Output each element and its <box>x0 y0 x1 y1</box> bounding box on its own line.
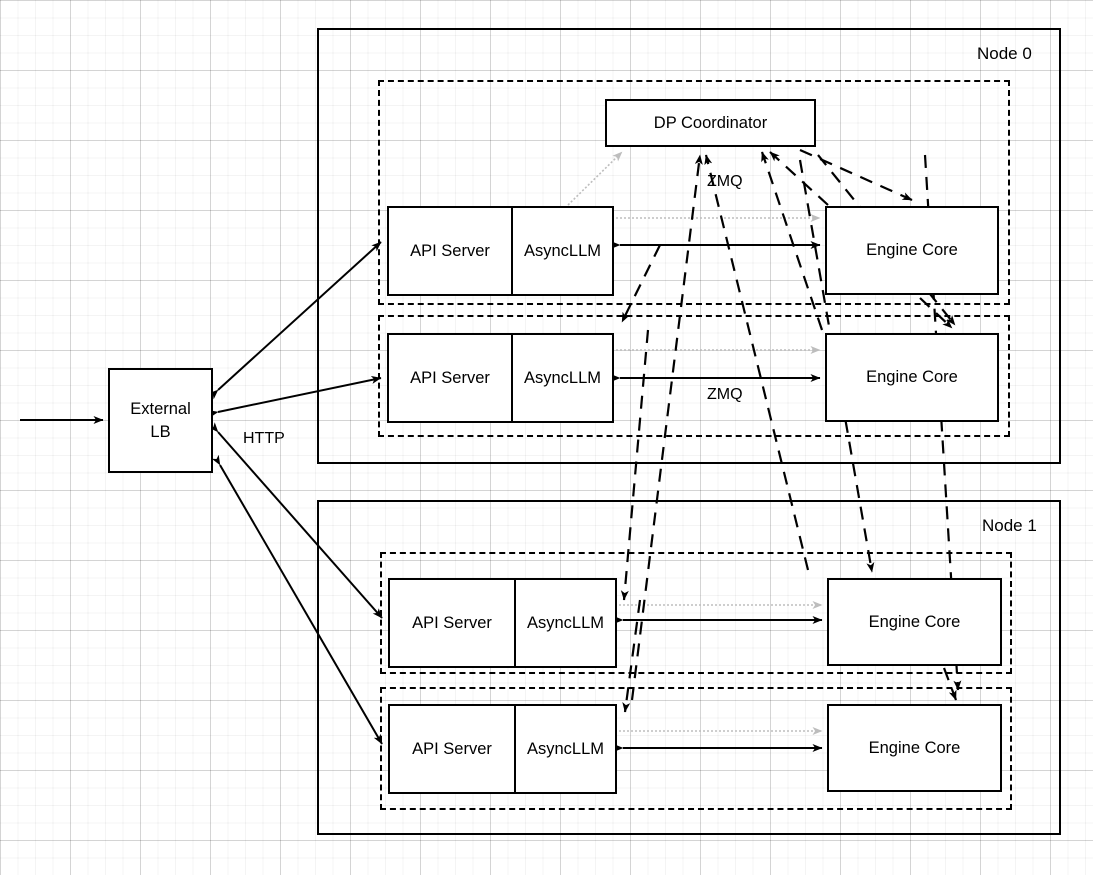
engine-core-label: Engine Core <box>866 241 958 259</box>
node-0-container <box>317 28 1061 464</box>
node-0-dp-group-0 <box>378 80 1010 305</box>
engine-core-label: Engine Core <box>868 612 961 631</box>
api-server-asyncllm-node1-dp3[interactable]: API Server AsyncLLM <box>388 704 617 794</box>
external-lb-box[interactable]: External LB <box>108 368 213 473</box>
dp-coordinator-box[interactable]: DP Coordinator <box>605 99 816 147</box>
engine-core-label: Engine Core <box>866 368 958 386</box>
asyncllm-label: AsyncLLM <box>523 368 602 387</box>
asyncllm-cell-node1-dp3[interactable]: AsyncLLM <box>516 706 615 792</box>
external-lb-label-line2: LB <box>150 422 171 441</box>
node-1-label: Node 1 <box>982 516 1037 535</box>
api-server-label: API Server <box>412 613 492 632</box>
api-server-cell-node1-dp3[interactable]: API Server <box>390 706 516 792</box>
api-server-asyncllm-node0-dp1[interactable]: API Server AsyncLLM <box>387 333 614 423</box>
engine-core-label: Engine Core <box>868 738 961 757</box>
node-1-container <box>317 500 1061 835</box>
api-server-cell-node0-dp1[interactable]: API Server <box>389 335 513 421</box>
asyncllm-cell-node0-dp0[interactable]: AsyncLLM <box>513 208 612 294</box>
api-server-label: API Server <box>410 241 490 260</box>
asyncllm-cell-node1-dp2[interactable]: AsyncLLM <box>516 580 615 666</box>
node-1-dp-group-1 <box>380 687 1012 810</box>
node-0-dp-group-1 <box>378 315 1010 437</box>
node-1-dp-group-0 <box>380 552 1012 674</box>
external-lb-label-line1: External <box>130 400 191 419</box>
engine-core-node0-dp1[interactable]: Engine Core <box>825 333 999 422</box>
engine-core-node1-dp3[interactable]: Engine Core <box>827 704 1002 792</box>
asyncllm-label: AsyncLLM <box>526 613 605 632</box>
api-server-cell-node0-dp0[interactable]: API Server <box>389 208 513 294</box>
asyncllm-label: AsyncLLM <box>523 241 602 260</box>
api-server-cell-node1-dp2[interactable]: API Server <box>390 580 516 666</box>
api-server-asyncllm-node0-dp0[interactable]: API Server AsyncLLM <box>387 206 614 296</box>
node-0-label: Node 0 <box>977 44 1032 63</box>
engine-core-node0-dp0[interactable]: Engine Core <box>825 206 999 295</box>
zmq-label-node0-dp1: ZMQ <box>707 386 743 403</box>
engine-core-node1-dp2[interactable]: Engine Core <box>827 578 1002 666</box>
asyncllm-cell-node0-dp1[interactable]: AsyncLLM <box>513 335 612 421</box>
http-edge-label: HTTP <box>243 430 285 447</box>
api-server-asyncllm-node1-dp2[interactable]: API Server AsyncLLM <box>388 578 617 668</box>
asyncllm-label: AsyncLLM <box>526 739 605 758</box>
zmq-label-node0-dp0: ZMQ <box>707 173 743 190</box>
dp-coordinator-label: DP Coordinator <box>653 113 768 132</box>
api-server-label: API Server <box>412 739 492 758</box>
api-server-label: API Server <box>410 368 490 387</box>
